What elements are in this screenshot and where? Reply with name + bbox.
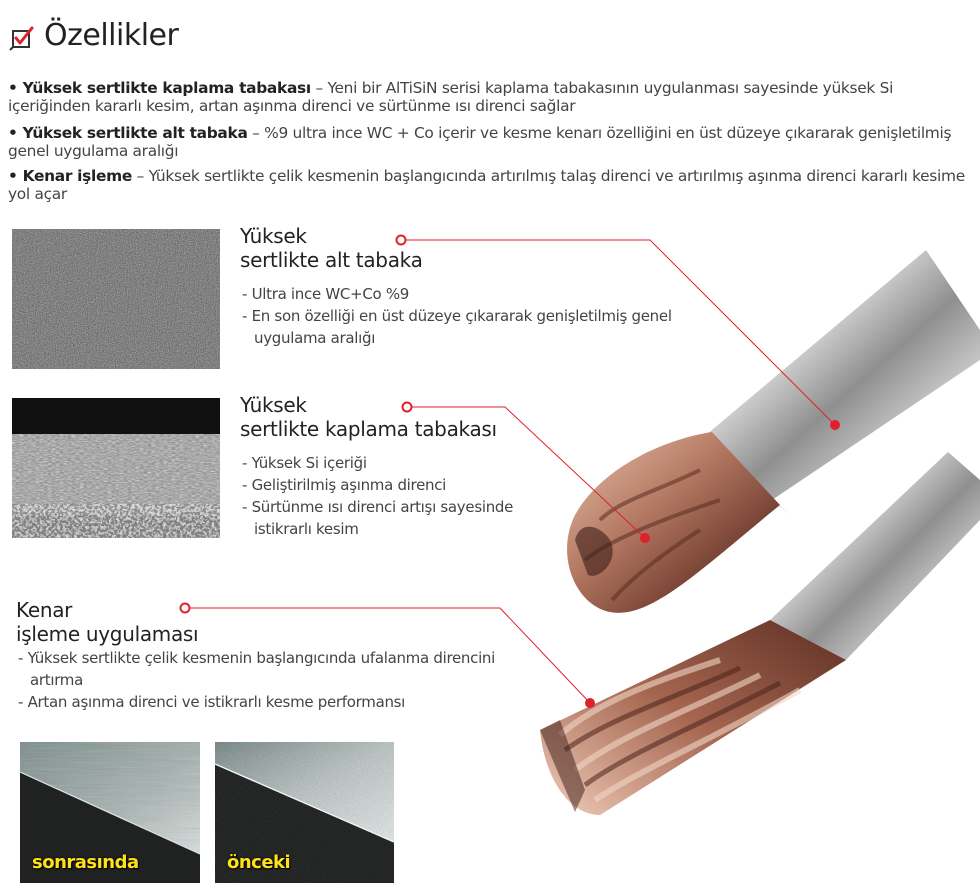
flat-end-mill — [540, 452, 980, 815]
coating-title-line1: Yüksek — [240, 393, 307, 417]
intro-item-coating: • Yüksek sertlikte kaplama tabakası – Ye… — [8, 79, 968, 115]
substrate-title-line2: sertlikte alt tabaka — [240, 248, 423, 272]
coating-title: Yüksek sertlikte kaplama tabakası — [240, 393, 497, 441]
substrate-microscope-photo — [12, 229, 220, 369]
intro-item-edge: • Kenar işleme – Yüksek sertlikte çelik … — [8, 167, 968, 203]
intro-label: • Yüksek sertlikte kaplama tabakası — [8, 79, 311, 97]
intro-label: • Yüksek sertlikte alt tabaka — [8, 124, 248, 142]
callout-lines — [190, 239, 836, 704]
list-item: - En son özelliği en üst düzeye çıkarara… — [242, 307, 672, 347]
list-item: - Artan aşınma direnci ve istikrarlı kes… — [18, 693, 406, 711]
intro-label: • Kenar işleme — [8, 167, 133, 185]
checkbox-pen-icon — [8, 24, 36, 52]
list-item: - Sürtünme ısı direnci artışı sayesinde … — [242, 498, 514, 538]
intro-text: – %9 ultra ince WC + Co içerir ve kesme … — [8, 124, 952, 160]
edge-title-line2: işleme uygulaması — [16, 622, 199, 646]
callout-dots — [179, 234, 840, 708]
intro-item-substrate: • Yüksek sertlikte alt tabaka – %9 ultra… — [8, 124, 968, 160]
coating-title-line2: sertlikte kaplama tabakası — [240, 417, 497, 441]
substrate-title-line1: Yüksek — [240, 224, 307, 248]
list-item: - Yüksek Si içeriği — [242, 454, 367, 472]
edge-title: Kenar işleme uygulaması — [16, 598, 199, 646]
edge-feature-list: - Yüksek sertlikte çelik kesmenin başlan… — [16, 647, 536, 713]
coating-feature-list: - Yüksek Si içeriği - Geliştirilmiş aşın… — [240, 452, 540, 540]
after-caption: sonrasında — [32, 852, 139, 873]
edge-title-line1: Kenar — [16, 598, 73, 622]
substrate-feature-list: - Ultra ince WC+Co %9 - En son özelliği … — [240, 283, 700, 349]
substrate-title: Yüksek sertlikte alt tabaka — [240, 224, 423, 272]
list-item: - Ultra ince WC+Co %9 — [242, 285, 410, 303]
after-edge-photo: sonrasında — [20, 742, 200, 883]
before-caption: önceki — [227, 852, 291, 873]
list-item: - Geliştirilmiş aşınma direnci — [242, 476, 447, 494]
before-edge-photo: önceki — [215, 742, 394, 883]
page-title: Özellikler — [44, 18, 179, 53]
intro-text: – Yeni bir AlTiSiN serisi kaplama tabaka… — [8, 79, 894, 115]
list-item: - Yüksek sertlikte çelik kesmenin başlan… — [18, 649, 496, 689]
coating-cross-section-photo — [12, 398, 220, 538]
ball-end-mill — [567, 250, 980, 613]
intro-text: – Yüksek sertlikte çelik kesmenin başlan… — [8, 167, 965, 203]
